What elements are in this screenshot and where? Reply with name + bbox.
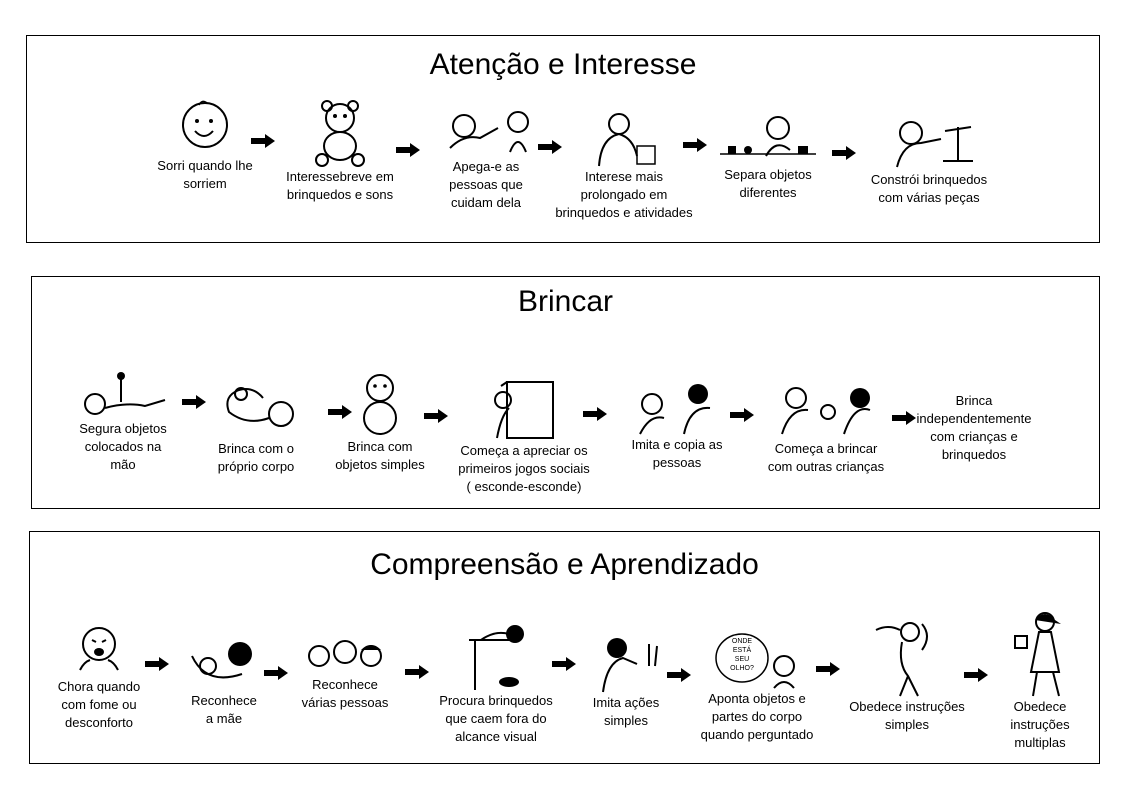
child-sorting-objects-icon [720,116,816,157]
section-play: Brincar [31,276,1100,509]
arrow-right-icon [683,138,707,152]
speech-bubble-text: ONDE ESTÁ SEU OLHO? [730,638,754,672]
stage-caption: Começa a apreciar os primeiros jogos soc… [458,443,590,494]
baby-imitating-adult-icon [639,384,711,435]
section-title: Brincar [517,285,614,318]
speech-bubble-child-icon [715,633,795,689]
stage-prolonged-interest: Interese mais prolongado em brinquedos e… [548,110,700,222]
stage-caption: Imita e copia as pessoas [631,437,723,470]
stage-caption: Obedece instruções multiplas [1010,699,1070,750]
stage-plays-with-body: Brinca com o próprio corpo [208,378,304,476]
smiling-baby-icon [182,100,228,148]
stage-caption: Obedece instruções simples [849,699,965,732]
stage-caption: Constrói brinquedos com várias peças [870,172,988,205]
arrow-right-icon [182,395,206,409]
arrow-right-icon [145,657,169,671]
crying-baby-icon [79,627,119,671]
stage-caption: Interessebreve em brinquedos e sons [286,169,394,202]
teddy-bear-icon [315,100,365,167]
stage-separates-objects: Separa objetos diferentes [712,112,824,202]
mother-holding-baby-icon [191,642,252,679]
stage-caption: Procura brinquedos que caem fora do alca… [439,693,553,744]
child-waving-icon [602,638,658,693]
child-building-toy-icon [896,121,973,168]
stage-caption: Sorri quando lhe sorriem [157,158,253,191]
stage-caption: Reconhece várias pessoas [301,677,389,710]
stage-simple-instructions: Obedece instruções simples [842,620,972,734]
stage-caption: Interese mais prolongado em brinquedos e… [555,169,693,220]
arrow-right-icon [832,146,856,160]
peekaboo-box-icon [494,381,554,439]
stage-plays-with-children: Começa a brincar com outras crianças [760,384,892,476]
baby-playing-feet-icon [226,387,294,427]
stage-attaches-caregivers: Apega-e as pessoas que cuidam dela [430,108,542,212]
arrow-right-icon [396,143,420,157]
arrow-right-icon [667,668,691,682]
stage-smiles-back: Sorri quando lhe sorriem [150,95,260,193]
stage-caption: Brinca com objetos simples [335,439,425,472]
stage-plays-simple-objects: Brinca com objetos simples [328,370,432,474]
stage-caption: Aponta objetos e partes do corpo quando … [700,691,814,742]
stage-recognizes-mother: Reconhece a mãe [178,636,270,728]
child-with-toy-icon [598,113,656,167]
arrow-right-icon [328,405,352,419]
arrow-right-icon [583,407,607,421]
section-comprehension-learning: Compreensão e Aprendizado [29,531,1100,764]
stage-caption: Começa a brincar com outras crianças [767,441,885,474]
arrow-right-icon [405,665,429,679]
sitting-baby-icon [363,374,397,435]
stage-social-games: Começa a apreciar os primeiros jogos soc… [448,376,600,496]
stage-looks-for-toys: Procura brinquedos que caem fora do alca… [432,620,560,746]
baby-reaching-adult-icon [449,111,529,153]
stage-plays-independently: Brinca independentemente com crianças e … [916,392,1032,464]
lying-baby-holding-rattle-icon [84,372,166,415]
arrow-right-icon [538,140,562,154]
stage-cries: Chora quando com fome ou desconforto [50,622,148,732]
stage-caption: Reconhece a mãe [191,693,257,726]
girl-carrying-toy-icon [1014,612,1061,697]
stage-caption: Imita ações simples [592,695,660,728]
arrow-right-icon [424,409,448,423]
section-title: Compreensão e Aprendizado [370,548,759,581]
stage-imitates-actions: Imita ações simples [580,632,672,730]
several-faces-icon [308,640,382,667]
baby-looking-down-icon [469,625,524,690]
stage-builds-toys: Constrói brinquedos com várias peças [862,117,996,207]
arrow-right-icon [964,668,988,682]
stage-brief-interest: Interessebreve em brinquedos e sons [280,96,400,204]
stage-caption: Brinca independentemente com crianças e … [916,393,1032,462]
stage-caption: Separa objetos diferentes [724,167,812,200]
stage-caption: Chora quando com fome ou desconforto [57,679,141,730]
arrow-right-icon [552,657,576,671]
stage-multiple-instructions: Obedece instruções multiplas [995,610,1085,752]
arrow-right-icon [892,411,916,425]
stage-caption: Segura objetos colocados na mão [79,421,167,472]
stage-points-objects: ONDE ESTÁ SEU OLHO? Aponta objetos e par… [692,632,822,744]
arrow-right-icon [264,666,288,680]
arrow-right-icon [816,662,840,676]
arrow-right-icon [730,408,754,422]
arrow-right-icon [251,134,275,148]
stage-imitates-people: Imita e copia as pessoas [622,380,732,472]
stage-recognizes-people: Reconhece várias pessoas [292,636,398,712]
walking-child-icon [875,622,928,697]
section-title: Atenção e Interesse [429,48,697,81]
stage-caption: Apega-e as pessoas que cuidam dela [449,159,523,210]
children-playing-icon [781,387,871,435]
stage-caption: Brinca com o próprio corpo [217,441,295,474]
stage-holds-objects: Segura objetos colocados na mão [68,368,178,474]
